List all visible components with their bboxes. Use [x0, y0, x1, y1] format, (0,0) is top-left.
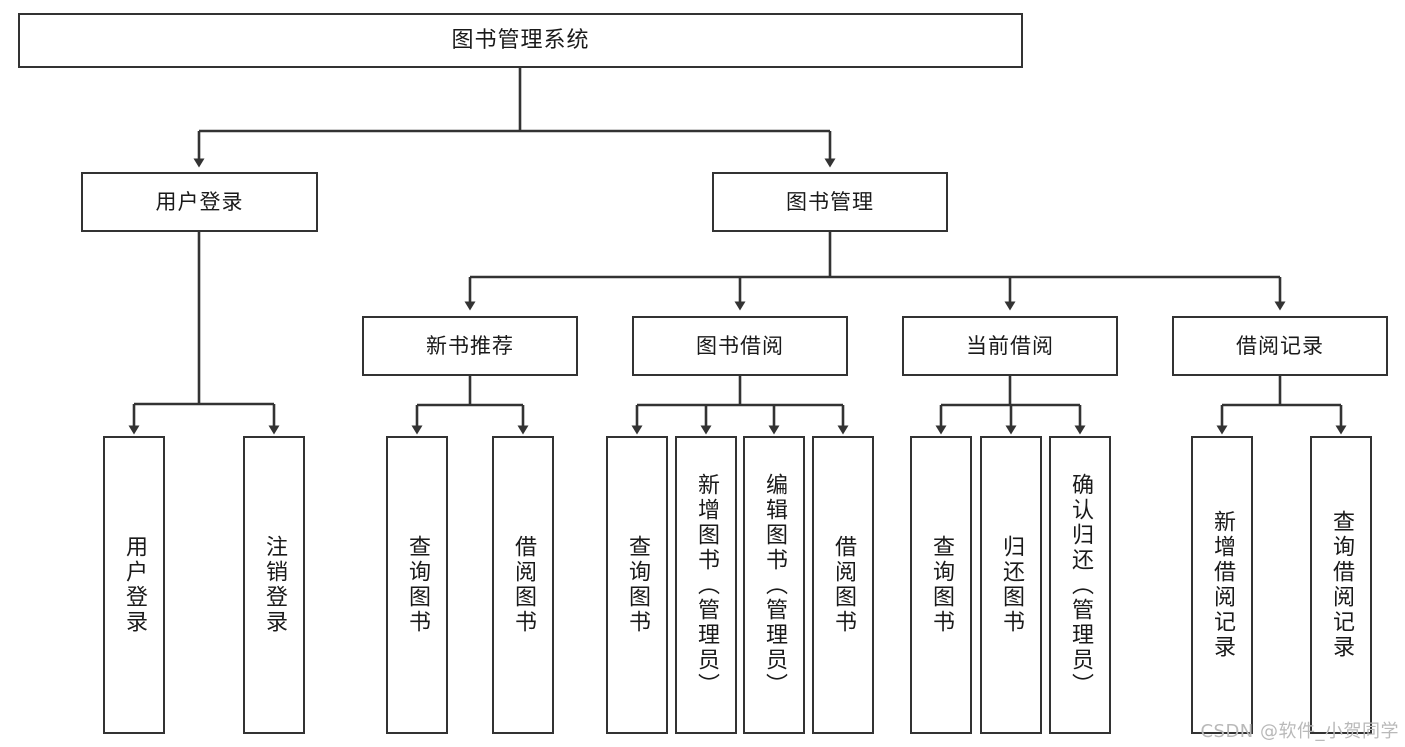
leaf-current-borrow-return-book[interactable]: 归还图书 — [980, 436, 1042, 734]
node-label: 新书推荐 — [426, 333, 514, 358]
node-label: 图书管理 — [786, 189, 874, 214]
node-book-borrow[interactable]: 图书借阅 — [632, 316, 848, 376]
node-label: 查询图书 — [625, 535, 650, 635]
node-label: 用户登录 — [122, 535, 147, 635]
leaf-new-book-borrow-book[interactable]: 借阅图书 — [492, 436, 554, 734]
node-book-management[interactable]: 图书管理 — [712, 172, 948, 232]
csdn-watermark: CSDN @软件_小贺同学 — [1200, 721, 1399, 742]
leaf-borrow-record-query-record[interactable]: 查询借阅记录 — [1310, 436, 1372, 734]
node-user-login[interactable]: 用户登录 — [81, 172, 318, 232]
leaf-new-book-query-book[interactable]: 查询图书 — [386, 436, 448, 734]
leaf-book-borrow-add-book-admin[interactable]: 新增图书（管理员） — [675, 436, 737, 734]
node-label: 借阅图书 — [831, 535, 856, 635]
node-new-book-recommend[interactable]: 新书推荐 — [362, 316, 578, 376]
node-borrow-record[interactable]: 借阅记录 — [1172, 316, 1388, 376]
leaf-user-login-login[interactable]: 用户登录 — [103, 436, 165, 734]
leaf-book-borrow-query-book[interactable]: 查询图书 — [606, 436, 668, 734]
node-current-borrow[interactable]: 当前借阅 — [902, 316, 1118, 376]
node-label: 确认归还（管理员） — [1068, 472, 1093, 698]
node-root-book-management-system[interactable]: 图书管理系统 — [18, 13, 1023, 68]
leaf-book-borrow-borrow-book[interactable]: 借阅图书 — [812, 436, 874, 734]
node-label: 新增图书（管理员） — [694, 472, 719, 698]
node-label: 图书管理系统 — [451, 27, 590, 53]
node-label: 注销登录 — [262, 535, 287, 635]
node-label: 图书借阅 — [696, 333, 784, 358]
node-label: 用户登录 — [155, 189, 244, 214]
node-label: 查询图书 — [405, 535, 430, 635]
node-label: 归还图书 — [999, 535, 1024, 635]
node-label: 新增借阅记录 — [1210, 510, 1235, 660]
leaf-current-borrow-confirm-return-admin[interactable]: 确认归还（管理员） — [1049, 436, 1111, 734]
node-label: 查询借阅记录 — [1329, 510, 1354, 660]
leaf-borrow-record-add-record[interactable]: 新增借阅记录 — [1191, 436, 1253, 734]
leaf-user-login-logout[interactable]: 注销登录 — [243, 436, 305, 734]
node-label: 查询图书 — [929, 535, 954, 635]
node-label: 借阅记录 — [1236, 333, 1324, 358]
node-label: 借阅图书 — [511, 535, 536, 635]
node-label: 当前借阅 — [966, 333, 1054, 358]
leaf-current-borrow-query-book[interactable]: 查询图书 — [910, 436, 972, 734]
node-label: 编辑图书（管理员） — [762, 472, 787, 698]
leaf-book-borrow-edit-book-admin[interactable]: 编辑图书（管理员） — [743, 436, 805, 734]
